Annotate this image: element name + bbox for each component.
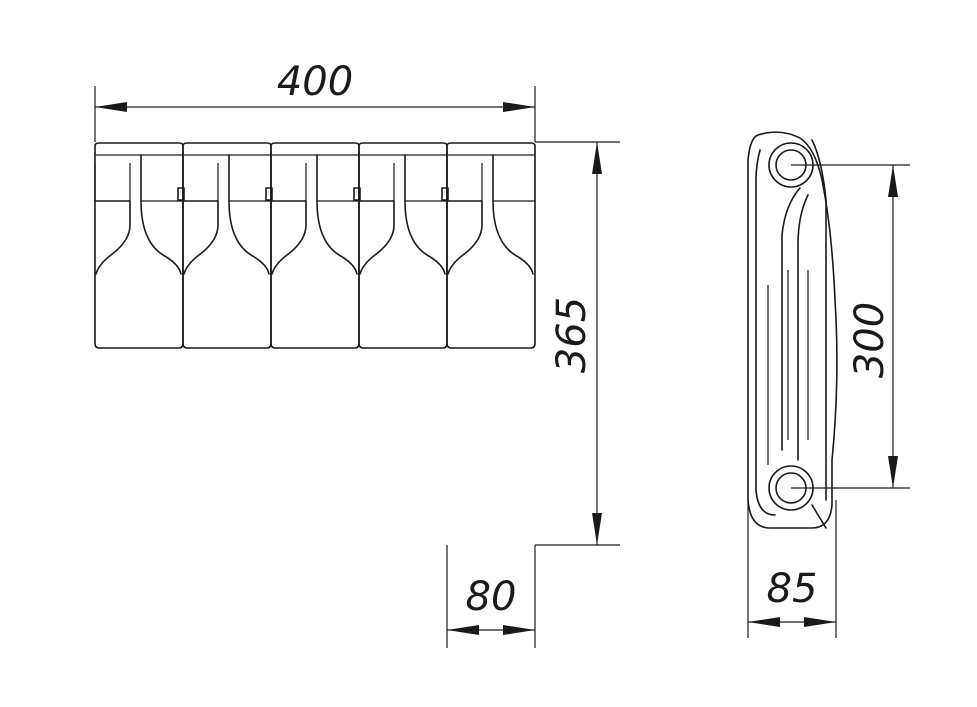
- dimension-height: 365: [535, 141, 620, 546]
- dimension-total-width: 400: [94, 59, 536, 142]
- section-5: [446, 142, 536, 349]
- dimension-label-85: 85: [767, 566, 818, 612]
- section-joints: [177, 187, 449, 201]
- dimension-label-365: 365: [549, 297, 595, 373]
- section-2: [182, 142, 272, 349]
- section-1: [94, 142, 184, 349]
- section-3: [270, 142, 360, 349]
- dimension-label-80: 80: [466, 574, 517, 620]
- dimension-axis-distance: 300: [791, 164, 910, 489]
- radiator-side-view: [747, 131, 838, 529]
- section-4: [358, 142, 448, 349]
- radiator-front-view: [94, 142, 536, 349]
- dimension-depth: 85: [747, 500, 837, 638]
- dimension-section-width: 80: [446, 545, 536, 648]
- dimension-label-300: 300: [847, 302, 893, 378]
- dimension-label-400: 400: [277, 59, 353, 105]
